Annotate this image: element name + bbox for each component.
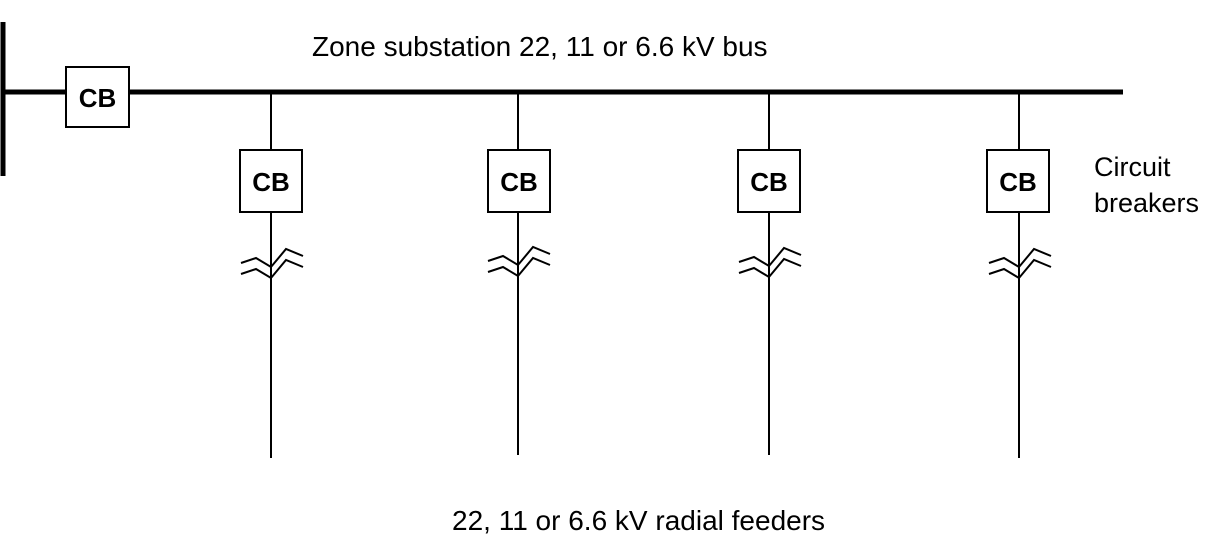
feeder-1-break-symbol xyxy=(240,247,304,269)
feeder-4-cb-label: CB xyxy=(999,167,1037,197)
feeder-2-break-symbol xyxy=(487,245,551,267)
feeders-label: 22, 11 or 6.6 kV radial feeders xyxy=(452,505,825,536)
breakers-label-line-2: breakers xyxy=(1094,188,1199,218)
feeder-1-cb-label: CB xyxy=(252,167,290,197)
incomer-cb-label: CB xyxy=(79,83,117,113)
feeder-3: CB xyxy=(737,92,802,455)
feeder-3-cb-label: CB xyxy=(750,167,788,197)
feeder-4: CB xyxy=(986,92,1052,458)
feeder-2: CB xyxy=(487,92,551,455)
bus-label: Zone substation 22, 11 or 6.6 kV bus xyxy=(312,31,768,62)
incomer-circuit-breaker: CB xyxy=(65,66,130,128)
feeder-4-break-symbol xyxy=(988,247,1052,269)
feeder-3-break-symbol xyxy=(738,246,802,268)
breakers-label-line-1: Circuit xyxy=(1094,152,1171,182)
feeder-1: CB xyxy=(239,92,304,458)
feeder-2-cb-label: CB xyxy=(500,167,538,197)
